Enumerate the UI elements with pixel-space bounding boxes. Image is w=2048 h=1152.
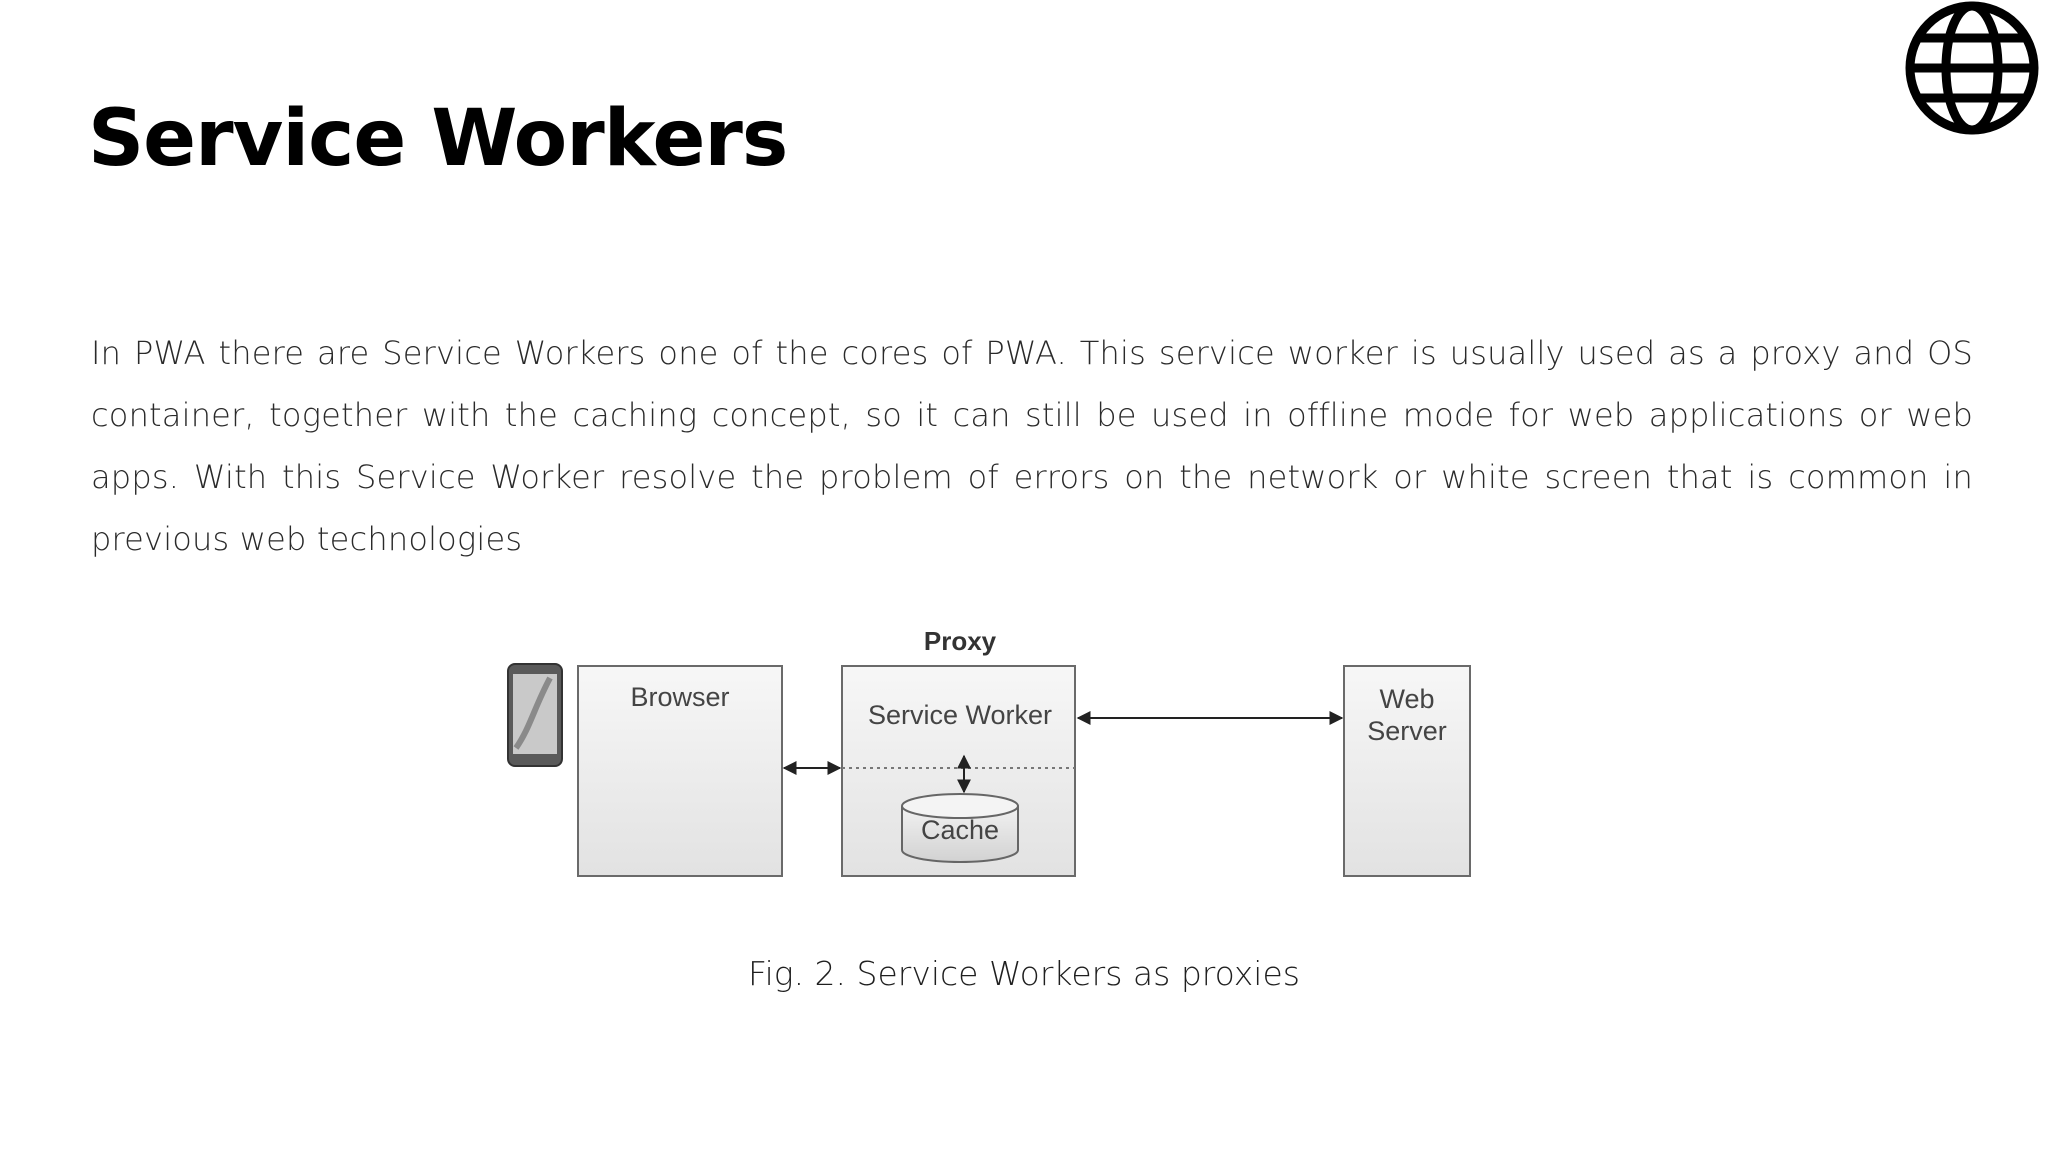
body-paragraph: In PWA there are Service Workers one of …	[91, 334, 1973, 558]
browser-box	[577, 665, 783, 877]
figure-caption: Fig. 2. Service Workers as proxies	[748, 954, 1300, 993]
cache-label: Cache	[921, 815, 999, 845]
web-server-label-line2: Server	[1367, 716, 1447, 746]
web-server-label-line1: Web	[1379, 684, 1434, 714]
globe-icon	[1905, 1, 2039, 135]
smartphone-icon	[507, 663, 563, 767]
web-server-box	[1343, 665, 1471, 877]
service-worker-label: Service Worker	[868, 700, 1052, 730]
browser-label: Browser	[630, 682, 729, 712]
proxy-label: Proxy	[924, 628, 997, 656]
proxy-diagram: Browser Proxy Service Worker Cache Web S…	[507, 628, 1471, 877]
cache-cylinder	[901, 793, 1019, 863]
slide-title: Service Workers	[88, 94, 788, 184]
